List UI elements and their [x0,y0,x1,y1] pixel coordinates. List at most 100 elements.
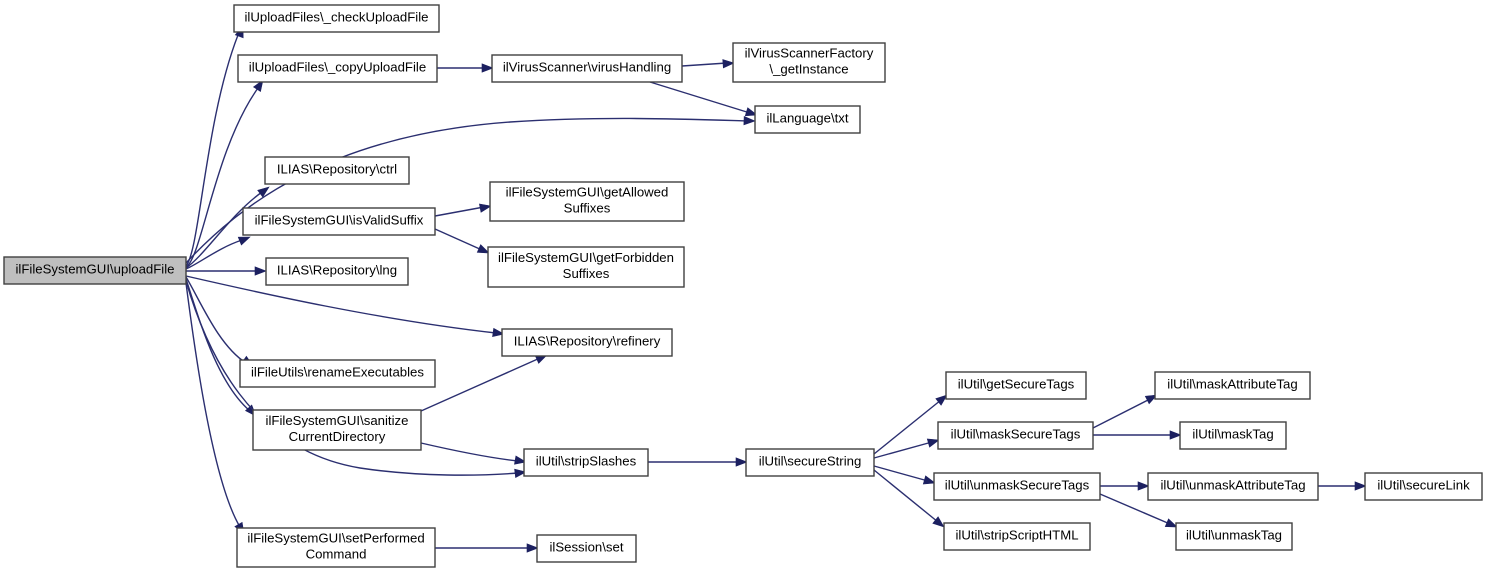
node-label-getSecureTags: ilUtil\getSecureTags [958,377,1075,392]
graph-node-unmaskTag[interactable]: ilUtil\unmaskTag [1175,522,1293,551]
arrow-head-icon [735,457,748,467]
node-label-copyUploadFile: ilUploadFiles\_copyUploadFile [249,60,426,75]
call-edge-isValidSuffix-to-getAllowedSuffixes [434,203,492,217]
graph-node-secureLink[interactable]: ilUtil\secureLink [1364,472,1483,501]
graph-node-copyUploadFile[interactable]: ilUploadFiles\_copyUploadFile [237,54,438,83]
node-box-repoCtrl[interactable] [264,156,410,185]
node-box-getAllowedSuffixes[interactable] [489,181,685,222]
graph-node-uploadFile[interactable]: ilFileSystemGUI\uploadFile [3,256,187,285]
arrow-head-icon [257,186,270,198]
arrow-head-icon [744,107,758,117]
node-box-languageTxt[interactable] [754,105,861,134]
arrow-head-icon [237,236,251,246]
call-edge-isValidSuffix-to-getForbiddenSuffixes [434,228,490,254]
graph-node-maskAttributeTag[interactable]: ilUtil\maskAttributeTag [1154,371,1311,400]
graph-node-isValidSuffix[interactable]: ilFileSystemGUI\isValidSuffix [242,207,436,236]
graph-node-unmaskSecureTags[interactable]: ilUtil\unmaskSecureTags [933,472,1101,501]
node-label-unmaskTag: ilUtil\unmaskTag [1186,528,1282,543]
arrow-head-icon [514,468,527,478]
node-box-sanitizeCurrentDir[interactable] [252,409,422,451]
graph-node-getSecureTags[interactable]: ilUtil\getSecureTags [945,371,1087,400]
graph-node-maskTag[interactable]: ilUtil\maskTag [1179,421,1287,450]
graph-node-languageTxt[interactable]: ilLanguage\txt [754,105,861,134]
call-edge-uploadFile-to-repoLng [186,266,267,276]
arrow-head-icon [932,516,945,528]
node-box-renameExecutables[interactable] [239,359,436,388]
call-edge-uploadFile-to-stripSlashes [185,280,527,478]
call-edge-uploadFile-to-sanitizeCurrentDir [185,278,257,417]
node-box-unmaskTag[interactable] [1175,522,1293,551]
edge-layer [185,25,1367,553]
graph-node-repoLng[interactable]: ILIAS\Repository\lng [265,257,409,286]
node-box-repoLng[interactable] [265,257,409,286]
call-edge-uploadFile-to-setPerformedCommand [185,282,245,535]
arrow-head-icon [935,394,948,406]
graph-node-virusHandling[interactable]: ilVirusScanner\virusHandling [491,54,683,83]
node-label-secureString: ilUtil\secureString [759,454,862,469]
node-box-maskTag[interactable] [1179,421,1287,450]
node-box-checkUploadFile[interactable] [233,4,440,33]
node-box-copyUploadFile[interactable] [237,54,438,83]
node-label-languageTxt: ilLanguage\txt [766,111,848,126]
call-edge-uploadFile-to-isValidSuffix [185,236,251,270]
graph-node-maskSecureTags[interactable]: ilUtil\maskSecureTags [937,421,1094,450]
node-box-isValidSuffix[interactable] [242,207,436,236]
node-box-stripScriptHTML[interactable] [943,522,1091,551]
arrow-head-icon [1164,518,1178,528]
node-label-stripScriptHTML: ilUtil\stripScriptHTML [955,528,1078,543]
graph-node-checkUploadFile[interactable]: ilUploadFiles\_checkUploadFile [233,4,440,33]
node-box-getSecureTags[interactable] [945,371,1087,400]
call-edge-setPerformedCommand-to-sessionSet [435,543,539,553]
node-label-getInstance: ilVirusScannerFactory\_getInstance [745,46,874,77]
graph-node-stripScriptHTML[interactable]: ilUtil\stripScriptHTML [943,522,1091,551]
call-edge-secureString-to-stripScriptHTML [873,469,945,528]
graph-node-renameExecutables[interactable]: ilFileUtils\renameExecutables [239,359,436,388]
graph-node-repoCtrl[interactable]: ILIAS\Repository\ctrl [264,156,410,185]
node-label-repoLng: ILIAS\Repository\lng [277,263,397,278]
node-box-maskAttributeTag[interactable] [1154,371,1311,400]
node-label-maskAttributeTag: ilUtil\maskAttributeTag [1167,377,1297,392]
node-box-virusHandling[interactable] [491,54,683,83]
node-label-renameExecutables: ilFileUtils\renameExecutables [251,365,424,380]
node-box-unmaskAttributeTag[interactable] [1147,472,1319,501]
graph-node-repoRefinery[interactable]: ILIAS\Repository\refinery [501,328,673,357]
call-edge-sanitizeCurrentDir-to-repoRefinery [420,354,548,412]
call-edge-sanitizeCurrentDir-to-stripSlashes [420,442,527,465]
call-edge-stripSlashes-to-secureString [648,457,748,467]
graph-node-stripSlashes[interactable]: ilUtil\stripSlashes [523,448,649,477]
node-box-getInstance[interactable] [732,42,886,83]
arrow-head-icon [1144,394,1158,405]
node-box-uploadFile[interactable] [3,256,187,285]
node-box-stripSlashes[interactable] [523,448,649,477]
node-box-secureLink[interactable] [1364,472,1483,501]
node-box-setPerformedCommand[interactable] [236,527,436,568]
node-label-checkUploadFile: ilUploadFiles\_checkUploadFile [245,10,429,25]
node-box-sessionSet[interactable] [536,534,637,563]
arrow-head-icon [526,543,539,553]
call-edge-secureString-to-getSecureTags [873,394,948,455]
graph-node-secureString[interactable]: ilUtil\secureString [745,448,875,477]
node-label-unmaskAttributeTag: ilUtil\unmaskAttributeTag [1160,478,1305,493]
node-box-getForbiddenSuffixes[interactable] [487,246,685,288]
call-edge-unmaskAttributeTag-to-secureLink [1318,481,1367,491]
node-box-repoRefinery[interactable] [501,328,673,357]
graph-node-getInstance[interactable]: ilVirusScannerFactory\_getInstance [732,42,886,83]
node-box-maskSecureTags[interactable] [937,421,1094,450]
node-box-secureString[interactable] [745,448,875,477]
graph-node-unmaskAttributeTag[interactable]: ilUtil\unmaskAttributeTag [1147,472,1319,501]
call-edge-virusHandling-to-languageTxt [649,81,758,117]
node-label-repoCtrl: ILIAS\Repository\ctrl [277,162,397,177]
arrow-head-icon [926,438,940,448]
graph-node-sessionSet[interactable]: ilSession\set [536,534,637,563]
node-box-unmaskSecureTags[interactable] [933,472,1101,501]
arrow-head-icon [1354,481,1367,491]
